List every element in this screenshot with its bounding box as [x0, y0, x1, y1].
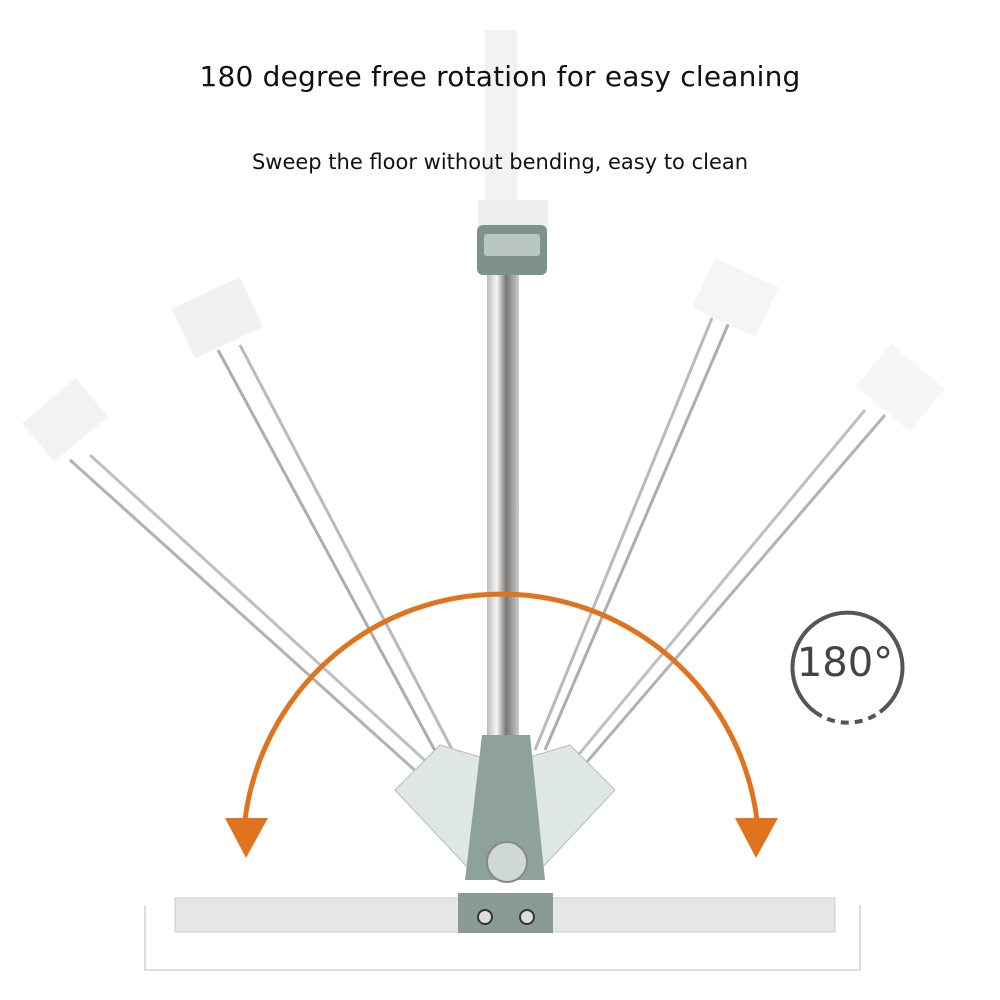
- floor-outline: [144, 905, 861, 971]
- handle-far-right: [568, 344, 945, 771]
- headline: 180 degree free rotation for easy cleani…: [199, 60, 801, 93]
- pivot-base: [465, 735, 545, 880]
- subheadline: Sweep the floor without bending, easy to…: [251, 150, 749, 174]
- arrow-right-icon: [735, 818, 778, 858]
- handle-right: [533, 257, 779, 751]
- squeegee-clamp: [458, 893, 553, 933]
- handle-left: [171, 276, 457, 761]
- screw-icon: [519, 909, 535, 925]
- handle-far-left: [22, 378, 432, 777]
- pivot-knob: [486, 841, 528, 883]
- badge-ring-dashed: [813, 710, 882, 725]
- screw-icon: [477, 909, 493, 925]
- handle-center: [477, 30, 548, 745]
- arrow-left-icon: [225, 818, 268, 858]
- rotation-badge: 180°: [796, 640, 894, 686]
- rotation-arc: [242, 591, 760, 821]
- badge-ring: [790, 610, 905, 714]
